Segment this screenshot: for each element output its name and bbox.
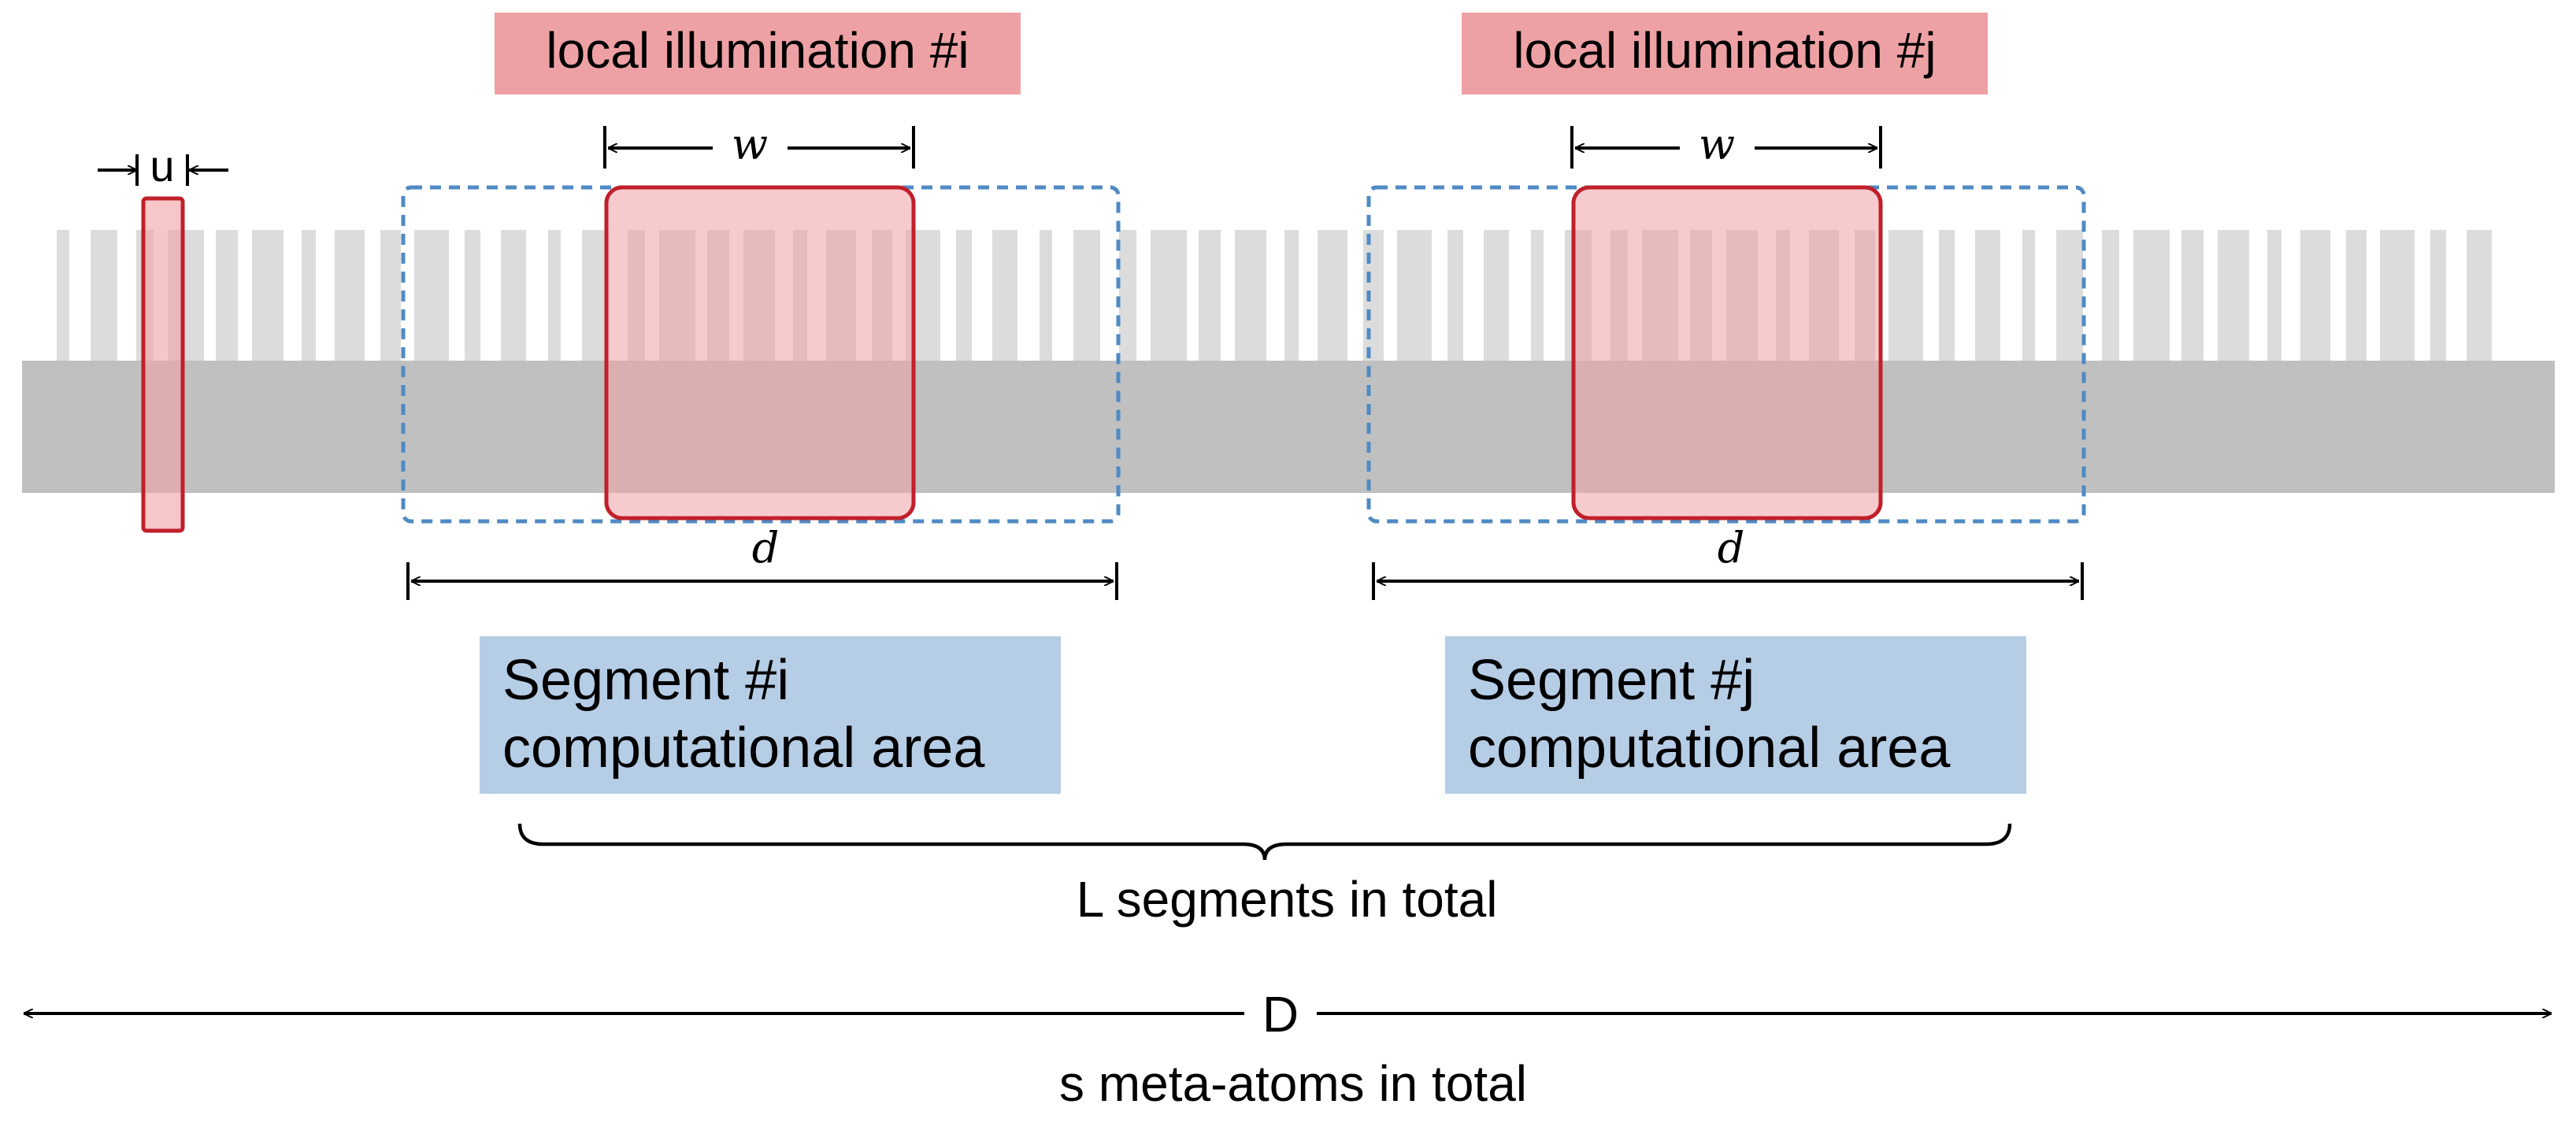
segment-label-i-line2: computational area <box>502 717 985 780</box>
meta-atom-pillar <box>1363 230 1384 361</box>
meta-atom-pillar <box>1447 230 1463 361</box>
segment-length-label-j: d <box>1718 523 1745 572</box>
meta-atom-pillar <box>548 230 561 361</box>
meta-atom-pillar <box>992 230 1017 361</box>
meta-atom-pillar <box>335 230 365 361</box>
meta-atom-pillar <box>1318 230 1347 361</box>
illumination-label-i-bg <box>495 13 1021 94</box>
meta-atom-pillar <box>2300 230 2330 361</box>
segments-total-label: L segments in total <box>1077 871 1498 928</box>
illumination-width-label-j: w <box>1699 120 1735 169</box>
meta-atom-pillar <box>1284 230 1299 361</box>
unit-cell-highlight <box>141 196 185 533</box>
meta-atom-pillar <box>91 230 117 361</box>
total-length-label: D <box>1262 986 1299 1043</box>
meta-atom-pillar <box>2056 230 2083 361</box>
meta-atom-pillar <box>2022 230 2035 361</box>
illumination-label-j: local illumination #j <box>1513 22 1936 79</box>
meta-atom-pillar <box>2133 230 2170 361</box>
meta-atom-pillar <box>2102 230 2119 361</box>
meta-atom-pillar <box>1939 230 1955 361</box>
meta-atom-pillar <box>1975 230 2000 361</box>
meta-atom-pillar <box>2267 230 2281 361</box>
local-illumination-j <box>1571 185 1883 521</box>
meta-atom-pillar <box>582 230 609 361</box>
meta-atom-pillar <box>216 230 238 361</box>
meta-atom-pillar <box>2181 230 2203 361</box>
meta-atom-pillar <box>252 230 284 361</box>
illumination-width-j <box>1570 126 1882 169</box>
meta-atom-pillar <box>1397 230 1432 361</box>
meta-atom-pillar <box>1073 230 1100 361</box>
meta-atom-pillar <box>57 230 69 361</box>
segment-label-i-bg <box>480 636 1061 794</box>
meta-atom-pillar <box>1888 230 1923 361</box>
illumination-width-i <box>603 126 915 169</box>
meta-atom-pillar <box>1484 230 1509 361</box>
meta-atom-pillar <box>465 230 480 361</box>
meta-atom-pillar <box>2380 230 2415 361</box>
segment-length-label-i: d <box>752 523 780 572</box>
atoms-total-label: s meta-atoms in total <box>1059 1055 1527 1112</box>
meta-atom-pillar <box>1199 230 1221 361</box>
meta-atom-pillars <box>57 230 2492 361</box>
segment-label-j-bg <box>1445 636 2026 794</box>
illumination-label-j-bg <box>1462 13 1988 94</box>
meta-atom-pillar <box>2430 230 2446 361</box>
segment-label-i-line1: Segment #i <box>502 649 789 712</box>
unit-label: u <box>150 141 174 191</box>
meta-atom-pillar <box>501 230 526 361</box>
meta-atom-pillar <box>1235 230 1266 361</box>
local-illumination-i <box>604 185 916 521</box>
meta-atom-pillar <box>2346 230 2367 361</box>
segments-brace <box>517 823 2012 861</box>
illumination-label-i: local illumination #i <box>546 22 969 79</box>
meta-atom-pillar <box>1151 230 1187 361</box>
segment-length-dimension-i <box>406 562 1118 600</box>
unit-width-dimension <box>98 154 228 186</box>
segment-label-j-line2: computational area <box>1468 717 1951 780</box>
illumination-width-label-i: w <box>732 120 768 169</box>
meta-atom-pillar <box>956 230 972 361</box>
meta-atom-pillar <box>1040 230 1052 361</box>
meta-atom-pillar <box>302 230 316 361</box>
meta-atom-pillar <box>414 230 449 361</box>
meta-atom-pillar <box>380 230 401 361</box>
substrate <box>22 361 2555 493</box>
segment-label-j-line1: Segment #j <box>1468 649 1755 712</box>
meta-atom-pillar <box>2467 230 2492 361</box>
segment-length-dimension-j <box>1372 562 2084 600</box>
meta-atom-pillar <box>2218 230 2249 361</box>
meta-atom-pillar <box>1119 230 1136 361</box>
meta-atom-pillar <box>1531 230 1544 361</box>
